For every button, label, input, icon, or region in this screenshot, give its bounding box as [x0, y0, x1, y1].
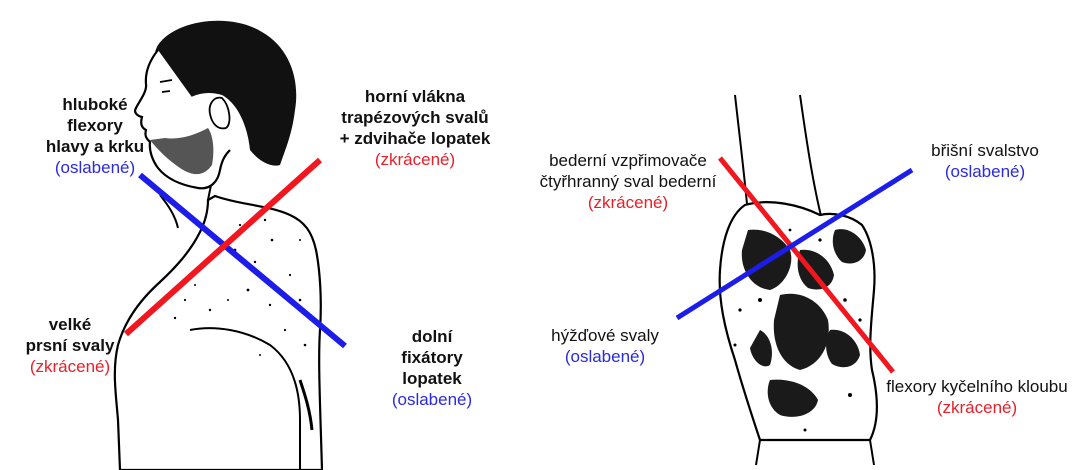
erector-status: (zkrácené) — [528, 192, 728, 213]
hip-flexors-status: (zkrácené) — [872, 397, 1082, 418]
trapezius-line3: + zdvihače lopatek — [325, 128, 505, 149]
hip-flexors-line1: flexory kyčelního kloubu — [872, 376, 1082, 397]
erector-line1: bederní vzpřimovače — [528, 150, 728, 171]
label-lumbar-erectors: bederní vzpřimovače čtyřhranný sval bede… — [528, 150, 728, 213]
deep-flexors-line1: hluboké — [30, 94, 160, 115]
pectorals-line2: prsní svaly — [10, 335, 130, 356]
deep-flexors-line3: hlavy a krku — [30, 136, 160, 157]
trapezius-line2: trapézových svalů — [325, 107, 505, 128]
label-deep-neck-flexors: hluboké flexory hlavy a krku (oslabené) — [30, 94, 160, 178]
label-lower-fixators: dolní fixátory lopatek (oslabené) — [372, 326, 492, 410]
erector-line2: čtyřhranný sval bederní — [528, 171, 728, 192]
gluteals-line1: hýžďové svaly — [530, 325, 680, 346]
abdominals-status: (oslabené) — [910, 161, 1060, 182]
fixators-line3: lopatek — [372, 368, 492, 389]
deep-flexors-line2: flexory — [30, 115, 160, 136]
fixators-line2: fixátory — [372, 347, 492, 368]
abdominals-line1: břišní svalstvo — [910, 140, 1060, 161]
fixators-status: (oslabené) — [372, 389, 492, 410]
head-profile-illustration — [115, 21, 322, 470]
pectorals-line1: velké — [10, 314, 130, 335]
fixators-line1: dolní — [372, 326, 492, 347]
pectorals-status: (zkrácené) — [10, 356, 130, 377]
label-abdominals: břišní svalstvo (oslabené) — [910, 140, 1060, 182]
pelvis-illustration — [720, 95, 877, 465]
label-hip-flexors: flexory kyčelního kloubu (zkrácené) — [872, 376, 1082, 418]
label-gluteals: hýžďové svaly (oslabené) — [530, 325, 680, 367]
trapezius-line1: horní vlákna — [325, 86, 505, 107]
gluteals-status: (oslabené) — [530, 346, 680, 367]
label-pectorals: velké prsní svaly (zkrácené) — [10, 314, 130, 377]
label-upper-trapezius: horní vlákna trapézových svalů + zdvihač… — [325, 86, 505, 170]
trapezius-status: (zkrácené) — [325, 149, 505, 170]
deep-flexors-status: (oslabené) — [30, 157, 160, 178]
